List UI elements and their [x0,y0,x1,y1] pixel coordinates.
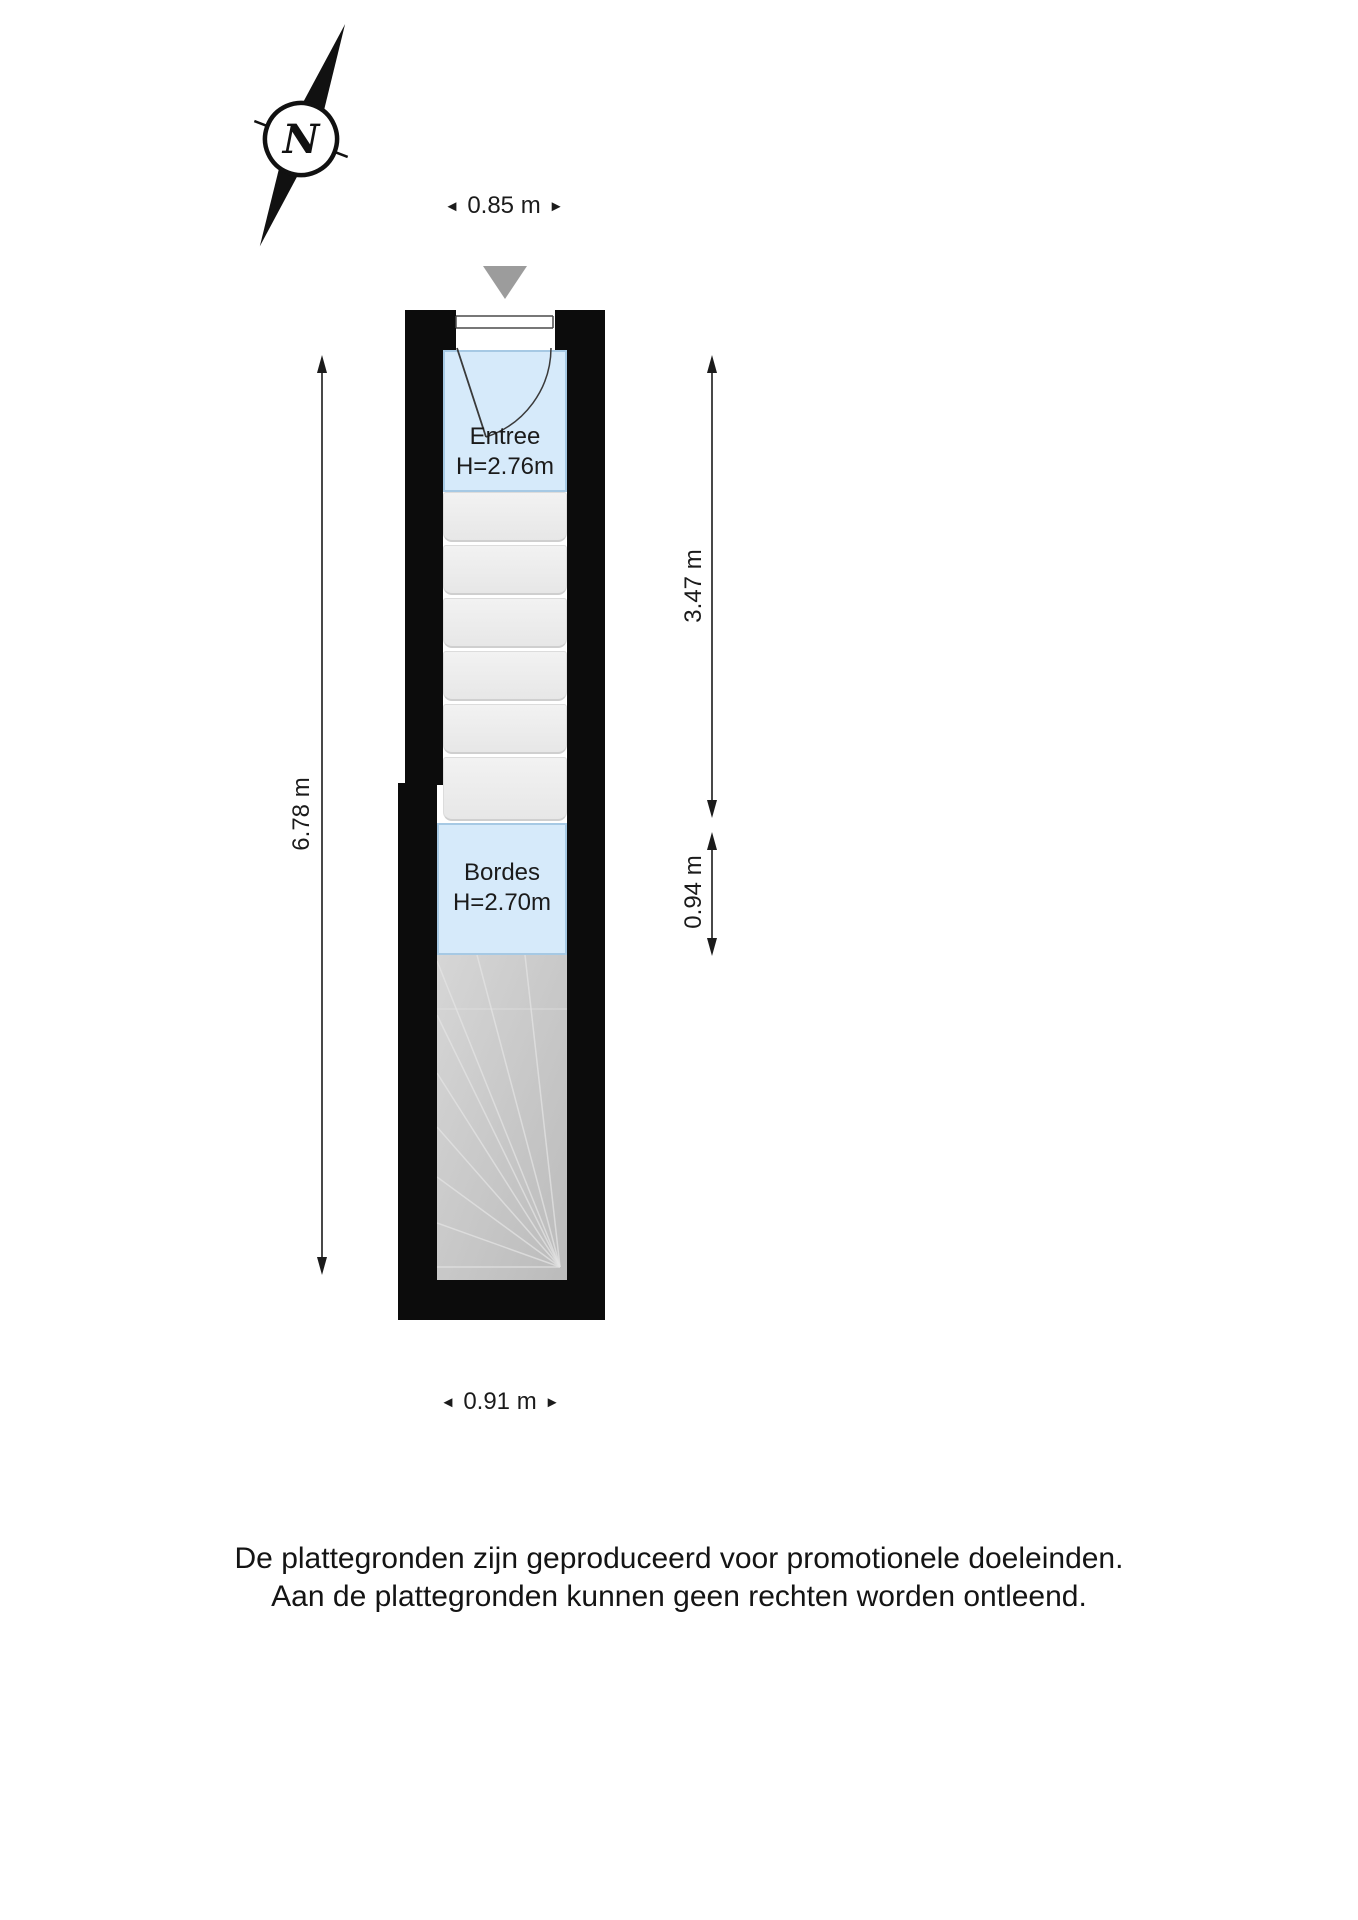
staircase-straight [443,492,567,823]
dimension-left-value: 6.78 m [288,777,315,851]
disclaimer-line-2: Aan de plattegronden kunnen geen rechten… [271,1580,1087,1613]
compass-north-icon: N [253,24,349,247]
dimension-line-left [317,355,327,1275]
entry-direction-icon [483,266,527,299]
wall-left-upper [405,310,443,785]
arrow-right-icon: ► [548,198,564,215]
disclaimer: De plattegronden zijn geproduceerd voor … [0,1540,1358,1616]
staircase-winder [437,955,567,1280]
disclaimer-line-1: De plattegronden zijn geproduceerd voor … [234,1542,1124,1575]
room-bordes-ceiling: H=2.70m [452,889,552,916]
door-leaf [456,347,487,438]
stair-step [443,651,567,701]
room-entree [443,350,567,492]
arrow-left-icon: ◄ [440,1394,456,1411]
arrow-left-icon: ◄ [444,198,460,215]
stair-step [443,598,567,648]
dimension-right-lower-value: 0.94 m [680,855,707,929]
stair-step [443,545,567,595]
compass-circle [262,100,340,178]
stair-step [443,757,567,821]
room-bordes-label: Bordes H=2.70m [437,858,567,918]
room-entree-label: Entree H=2.76m [443,422,567,482]
floorplan: Entree H=2.76m Bordes H=2.70m [398,310,605,1320]
room-entree-name: Entree [469,423,541,450]
arrow-right-icon: ► [544,1394,560,1411]
dimension-bottom-value: 0.91 m [463,1388,537,1415]
room-entree-ceiling: H=2.76m [455,453,555,480]
dimension-right-upper-value: 3.47 m [680,549,707,623]
door-swing [455,315,554,438]
wall-bottom [398,1280,605,1320]
dimension-top: ◄ 0.85 m ► [389,192,619,220]
wall-right [567,310,605,1320]
room-bordes-name: Bordes [463,859,541,886]
dimension-bottom: ◄ 0.91 m ► [385,1388,615,1416]
stair-step [443,704,567,754]
room-bordes [437,823,567,955]
dimension-top-value: 0.85 m [467,192,541,219]
dimension-line-right-lower [707,832,717,956]
compass-north-letter: N [281,116,321,163]
door-arc [485,347,552,438]
stair-step [443,492,567,542]
wall-left-lower [398,783,437,1320]
dimension-line-right-upper [707,355,717,818]
